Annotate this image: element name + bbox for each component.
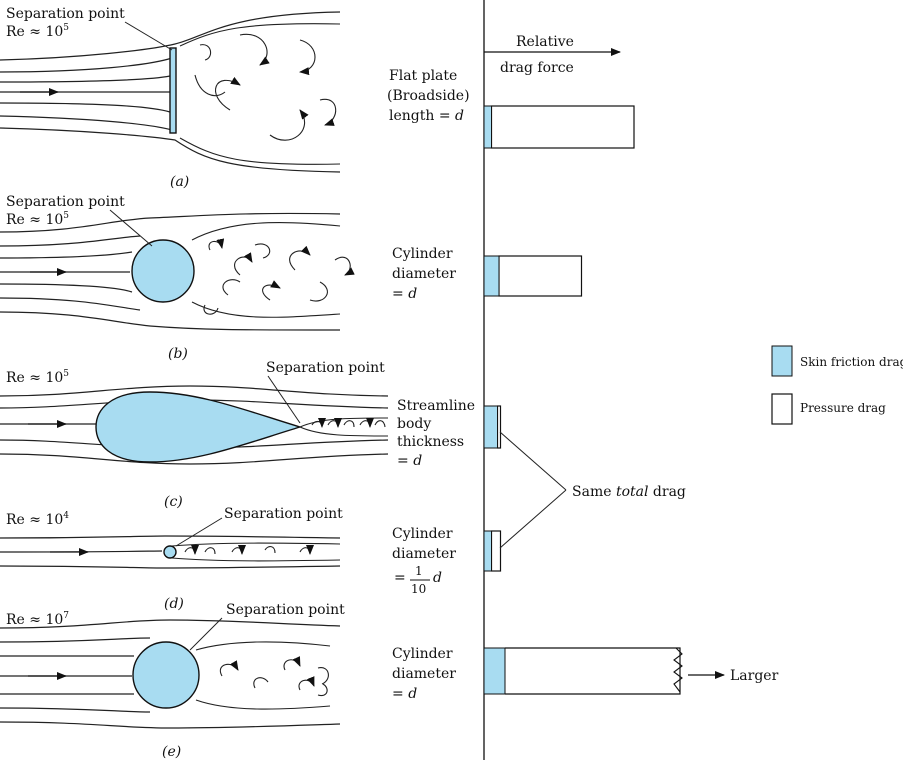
- fraction-denominator: 10: [411, 582, 426, 596]
- legend-pressure-swatch: [771, 393, 793, 425]
- body-c-line2: body: [397, 416, 431, 432]
- body-c-line1: Streamline: [397, 398, 475, 414]
- legend: Skin friction drag Pressure drag: [771, 345, 903, 425]
- legend-skin-swatch: [771, 345, 793, 377]
- caption-b: (b): [168, 346, 188, 362]
- body-label-b: Cylinder diameter = d: [392, 246, 456, 302]
- same-drag-leader-bottom: [499, 489, 567, 549]
- sep-label-a: Separation point: [6, 6, 125, 22]
- caption-a: (a): [170, 174, 189, 190]
- drag-axis: Relative drag force: [483, 0, 621, 760]
- body-c-line3: thickness: [397, 434, 464, 450]
- legend-skin-label: Skin friction drag: [800, 355, 903, 369]
- sep-label-e: Separation point: [226, 602, 345, 618]
- reynolds-d: Re ≈ 104: [6, 511, 69, 528]
- body-label-e: Cylinder diameter = d: [392, 646, 456, 702]
- diagram-d-small-cylinder: Separation point Re ≈ 104 (d): [0, 506, 343, 612]
- same-drag-leader-top: [499, 431, 567, 491]
- break-symbol: [673, 647, 683, 693]
- legend-pressure-label: Pressure drag: [800, 401, 886, 415]
- body-label-d: Cylinder diameter = 1 10 d: [392, 526, 456, 596]
- skin-friction-drag-bar: [483, 530, 492, 572]
- cylinder-body-e: [132, 641, 200, 709]
- same-total-drag-label: Same total drag: [572, 484, 686, 500]
- pressure-drag-bar: [490, 105, 635, 149]
- body-d-line2: diameter: [392, 546, 456, 562]
- body-d-eq: =: [394, 570, 406, 586]
- reynolds-c: Re ≈ 105: [6, 369, 69, 386]
- body-label-c: Streamline body thickness = d: [397, 398, 475, 469]
- cylinder-body-d: [163, 545, 177, 559]
- caption-e: (e): [162, 744, 181, 760]
- drag-bars: [483, 105, 681, 695]
- diagram-e-cylinder: Separation point Re ≈ 107 (e): [0, 602, 345, 760]
- body-a-line2: (Broadside): [387, 88, 470, 104]
- body-c-line4: = d: [397, 453, 422, 469]
- reynolds-a: Re ≈ 105: [6, 23, 69, 40]
- caption-d: (d): [164, 596, 184, 612]
- sep-label-c: Separation point: [266, 360, 385, 376]
- body-d-line1: Cylinder: [392, 526, 453, 542]
- skin-friction-drag-bar: [483, 647, 506, 695]
- body-d-var: d: [433, 570, 442, 586]
- skin-friction-drag-bar: [483, 105, 492, 149]
- larger-label: Larger: [730, 668, 779, 684]
- reynolds-e: Re ≈ 107: [6, 611, 69, 628]
- pressure-drag-bar: [504, 647, 681, 695]
- body-e-line3: = d: [392, 686, 417, 702]
- body-label-a: Flat plate (Broadside) length = d: [387, 68, 470, 124]
- pressure-drag-bar: [490, 530, 502, 572]
- axis-title-line2: drag force: [500, 60, 574, 76]
- body-e-line1: Cylinder: [392, 646, 453, 662]
- streamline-body: [95, 391, 303, 463]
- body-a-line1: Flat plate: [389, 68, 457, 84]
- fraction-numerator: 1: [415, 564, 423, 578]
- body-b-line1: Cylinder: [392, 246, 453, 262]
- sep-label-d: Separation point: [224, 506, 343, 522]
- axis-title-line1: Relative: [516, 34, 574, 50]
- diagram-a-flat-plate: Separation point Re ≈ 105 (a): [0, 6, 341, 190]
- sep-label-b: Separation point: [6, 194, 125, 210]
- cylinder-body-b: [131, 239, 195, 303]
- body-e-line2: diameter: [392, 666, 456, 682]
- body-b-line2: diameter: [392, 266, 456, 282]
- skin-friction-drag-bar: [483, 255, 500, 297]
- diagram-b-cylinder: Separation point Re ≈ 105 (b): [0, 194, 355, 362]
- flat-plate-body: [169, 47, 177, 134]
- skin-friction-drag-bar: [483, 405, 498, 449]
- reynolds-b: Re ≈ 105: [6, 211, 69, 228]
- body-b-line3: = d: [392, 286, 417, 302]
- body-a-line3: length = d: [389, 108, 464, 124]
- diagram-c-streamline: Separation point Re ≈ 105 (c): [0, 360, 389, 510]
- pressure-drag-bar: [498, 255, 583, 297]
- caption-c: (c): [164, 494, 183, 510]
